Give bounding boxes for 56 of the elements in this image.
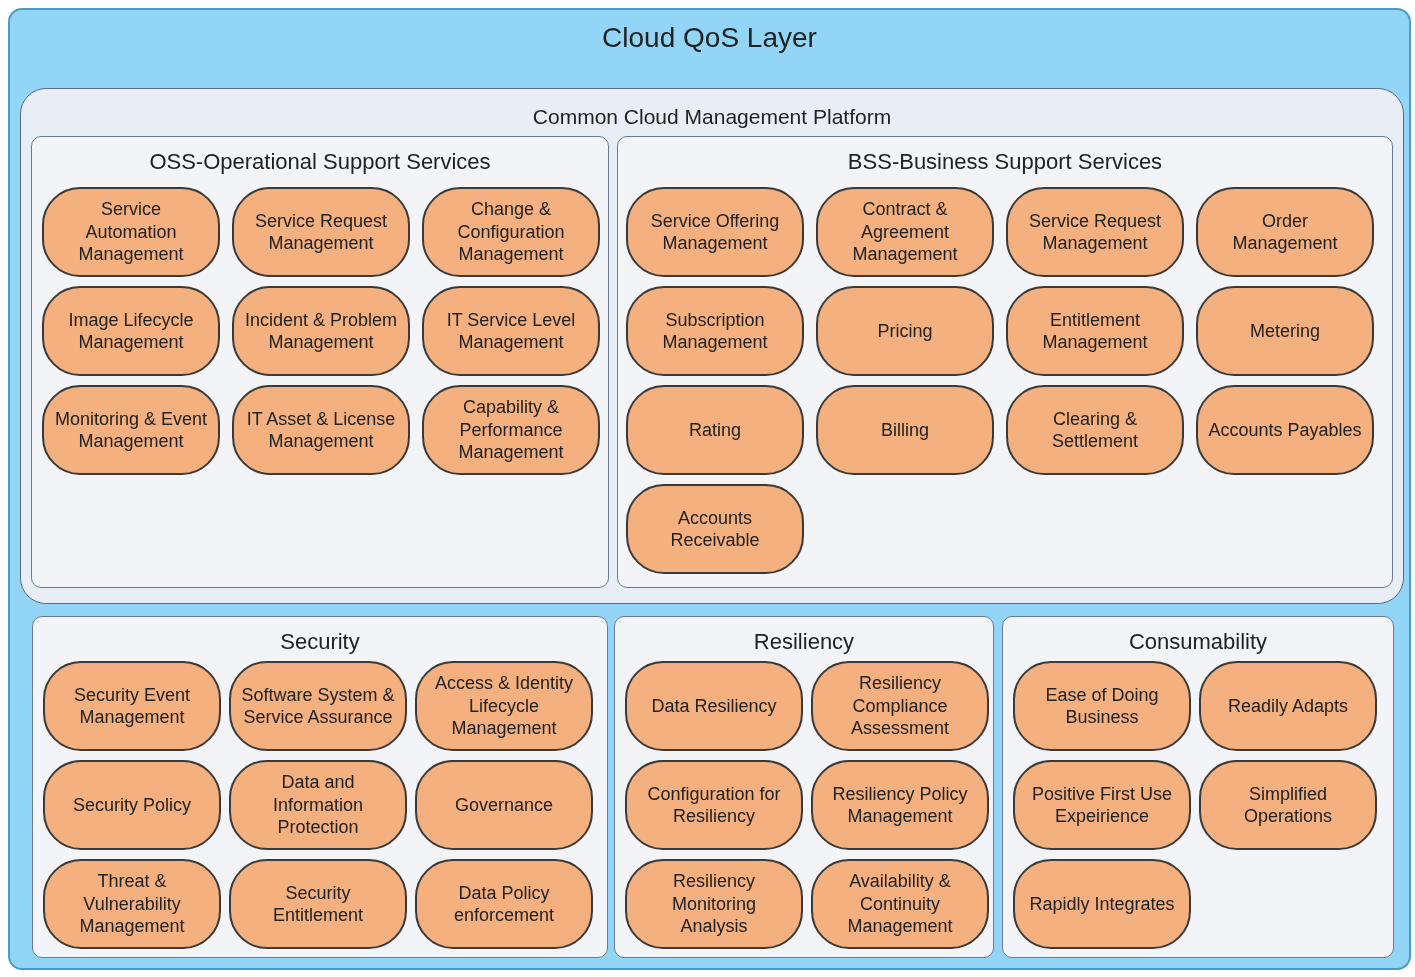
capability-pill: IT Service Level Management xyxy=(422,286,600,376)
group-panel xyxy=(31,136,609,588)
capability-pill: Security Event Management xyxy=(43,661,221,751)
capability-pill: Availability & Continuity Management xyxy=(811,859,989,949)
capability-pill: Accounts Receivable xyxy=(626,484,804,574)
capability-pill: Data Resiliency xyxy=(625,661,803,751)
capability-pill: Security Policy xyxy=(43,760,221,850)
group-title: OSS-Operational Support Services xyxy=(148,149,492,175)
group-panel xyxy=(32,616,608,958)
group-panel xyxy=(1002,616,1394,958)
capability-pill: Readily Adapts xyxy=(1199,661,1377,751)
capability-pill: Change & Configuration Management xyxy=(422,187,600,277)
capability-pill: Software System & Service Assurance xyxy=(229,661,407,751)
capability-pill: Governance xyxy=(415,760,593,850)
capability-pill: Access & Identity Lifecycle Management xyxy=(415,661,593,751)
capability-pill: Contract & Agreement Management xyxy=(816,187,994,277)
capability-pill: Rating xyxy=(626,385,804,475)
group-title: Consumability xyxy=(1127,629,1269,655)
group-title: Resiliency xyxy=(752,629,856,655)
capability-pill: Entitlement Management xyxy=(1006,286,1184,376)
capability-pill: Simplified Operations xyxy=(1199,760,1377,850)
capability-pill: Rapidly Integrates xyxy=(1013,859,1191,949)
capability-pill: Ease of Doing Business xyxy=(1013,661,1191,751)
capability-pill: Incident & Problem Management xyxy=(232,286,410,376)
capability-pill: Resiliency Compliance Assessment xyxy=(811,661,989,751)
capability-pill: Subscription Management xyxy=(626,286,804,376)
group-title: BSS-Business Support Services xyxy=(846,149,1164,175)
group-title: Security xyxy=(279,629,361,655)
capability-pill: Resiliency Policy Management xyxy=(811,760,989,850)
group-panel xyxy=(614,616,994,958)
capability-pill: Service Offering Management xyxy=(626,187,804,277)
capability-pill: Monitoring & Event Management xyxy=(42,385,220,475)
group-title: Cloud QoS Layer xyxy=(601,22,818,54)
capability-pill: IT Asset & License Management xyxy=(232,385,410,475)
capability-pill: Order Management xyxy=(1196,187,1374,277)
capability-pill: Clearing & Settlement xyxy=(1006,385,1184,475)
capability-pill: Pricing xyxy=(816,286,994,376)
capability-pill: Image Lifecycle Management xyxy=(42,286,220,376)
capability-pill: Data and Information Protection xyxy=(229,760,407,850)
capability-pill: Service Automation Management xyxy=(42,187,220,277)
capability-pill: Service Request Management xyxy=(232,187,410,277)
capability-pill: Resiliency Monitoring Analysis xyxy=(625,859,803,949)
capability-pill: Billing xyxy=(816,385,994,475)
capability-pill: Threat & Vulnerability Management xyxy=(43,859,221,949)
capability-pill: Security Entitlement xyxy=(229,859,407,949)
capability-pill: Capability & Performance Management xyxy=(422,385,600,475)
platform-panel xyxy=(20,88,1404,604)
capability-pill: Positive First Use Expeirience xyxy=(1013,760,1191,850)
group-panel xyxy=(617,136,1393,588)
capability-pill: Data Policy enforcement xyxy=(415,859,593,949)
capability-pill: Configuration for Resiliency xyxy=(625,760,803,850)
layer-panel xyxy=(8,8,1411,970)
capability-pill: Service Request Management xyxy=(1006,187,1184,277)
capability-pill: Accounts Payables xyxy=(1196,385,1374,475)
group-title: Common Cloud Management Platform xyxy=(531,105,893,129)
capability-pill: Metering xyxy=(1196,286,1374,376)
